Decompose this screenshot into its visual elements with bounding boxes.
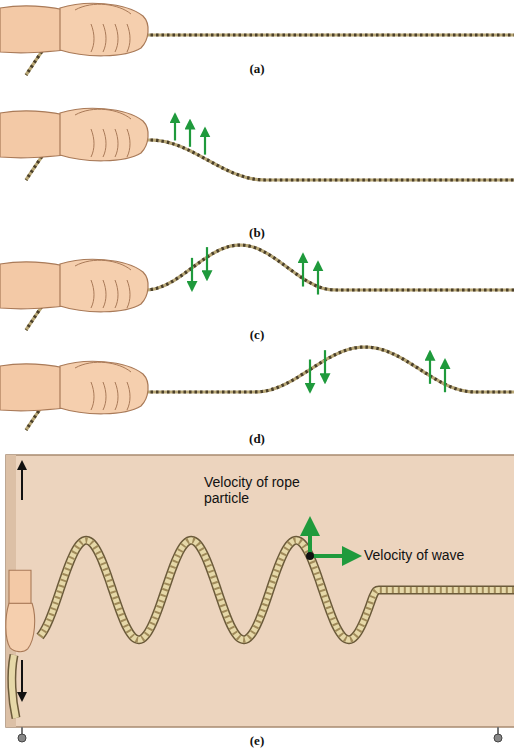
hand (0, 3, 148, 55)
velocity-arrow (317, 263, 319, 295)
hand (0, 108, 148, 160)
hand (0, 361, 148, 413)
velocity-arrow (302, 255, 304, 287)
rope (145, 245, 514, 290)
panel-label: (c) (250, 328, 264, 343)
rope-particle (306, 552, 314, 560)
velocity-arrow (429, 352, 431, 384)
hand (0, 259, 148, 311)
velocity-arrow (204, 129, 206, 155)
panel-label: (d) (249, 432, 265, 447)
rope (40, 540, 514, 639)
velocity-arrow (174, 114, 176, 140)
rope (145, 35, 514, 36)
rope-tail (12, 655, 16, 718)
wave-velocity-arrow (310, 554, 358, 558)
motion-arrow (21, 462, 23, 500)
velocity-arrow (206, 247, 208, 279)
board (6, 455, 514, 727)
velocity-arrow (309, 360, 311, 392)
particle-velocity-arrow (308, 520, 312, 556)
callout-text: Velocity of rope particle (204, 474, 300, 506)
velocity-arrow (444, 360, 446, 392)
panel-label: (b) (249, 226, 265, 241)
panel-label: (a) (249, 62, 264, 77)
velocity-arrow (189, 121, 191, 147)
velocity-arrow (324, 350, 326, 382)
callout-text: Velocity of wave (364, 547, 464, 563)
motion-arrow (21, 660, 23, 700)
panel-label: (e) (250, 734, 264, 749)
rope (145, 347, 514, 392)
hand (6, 570, 35, 651)
rope (145, 140, 514, 180)
velocity-arrow (191, 258, 193, 290)
